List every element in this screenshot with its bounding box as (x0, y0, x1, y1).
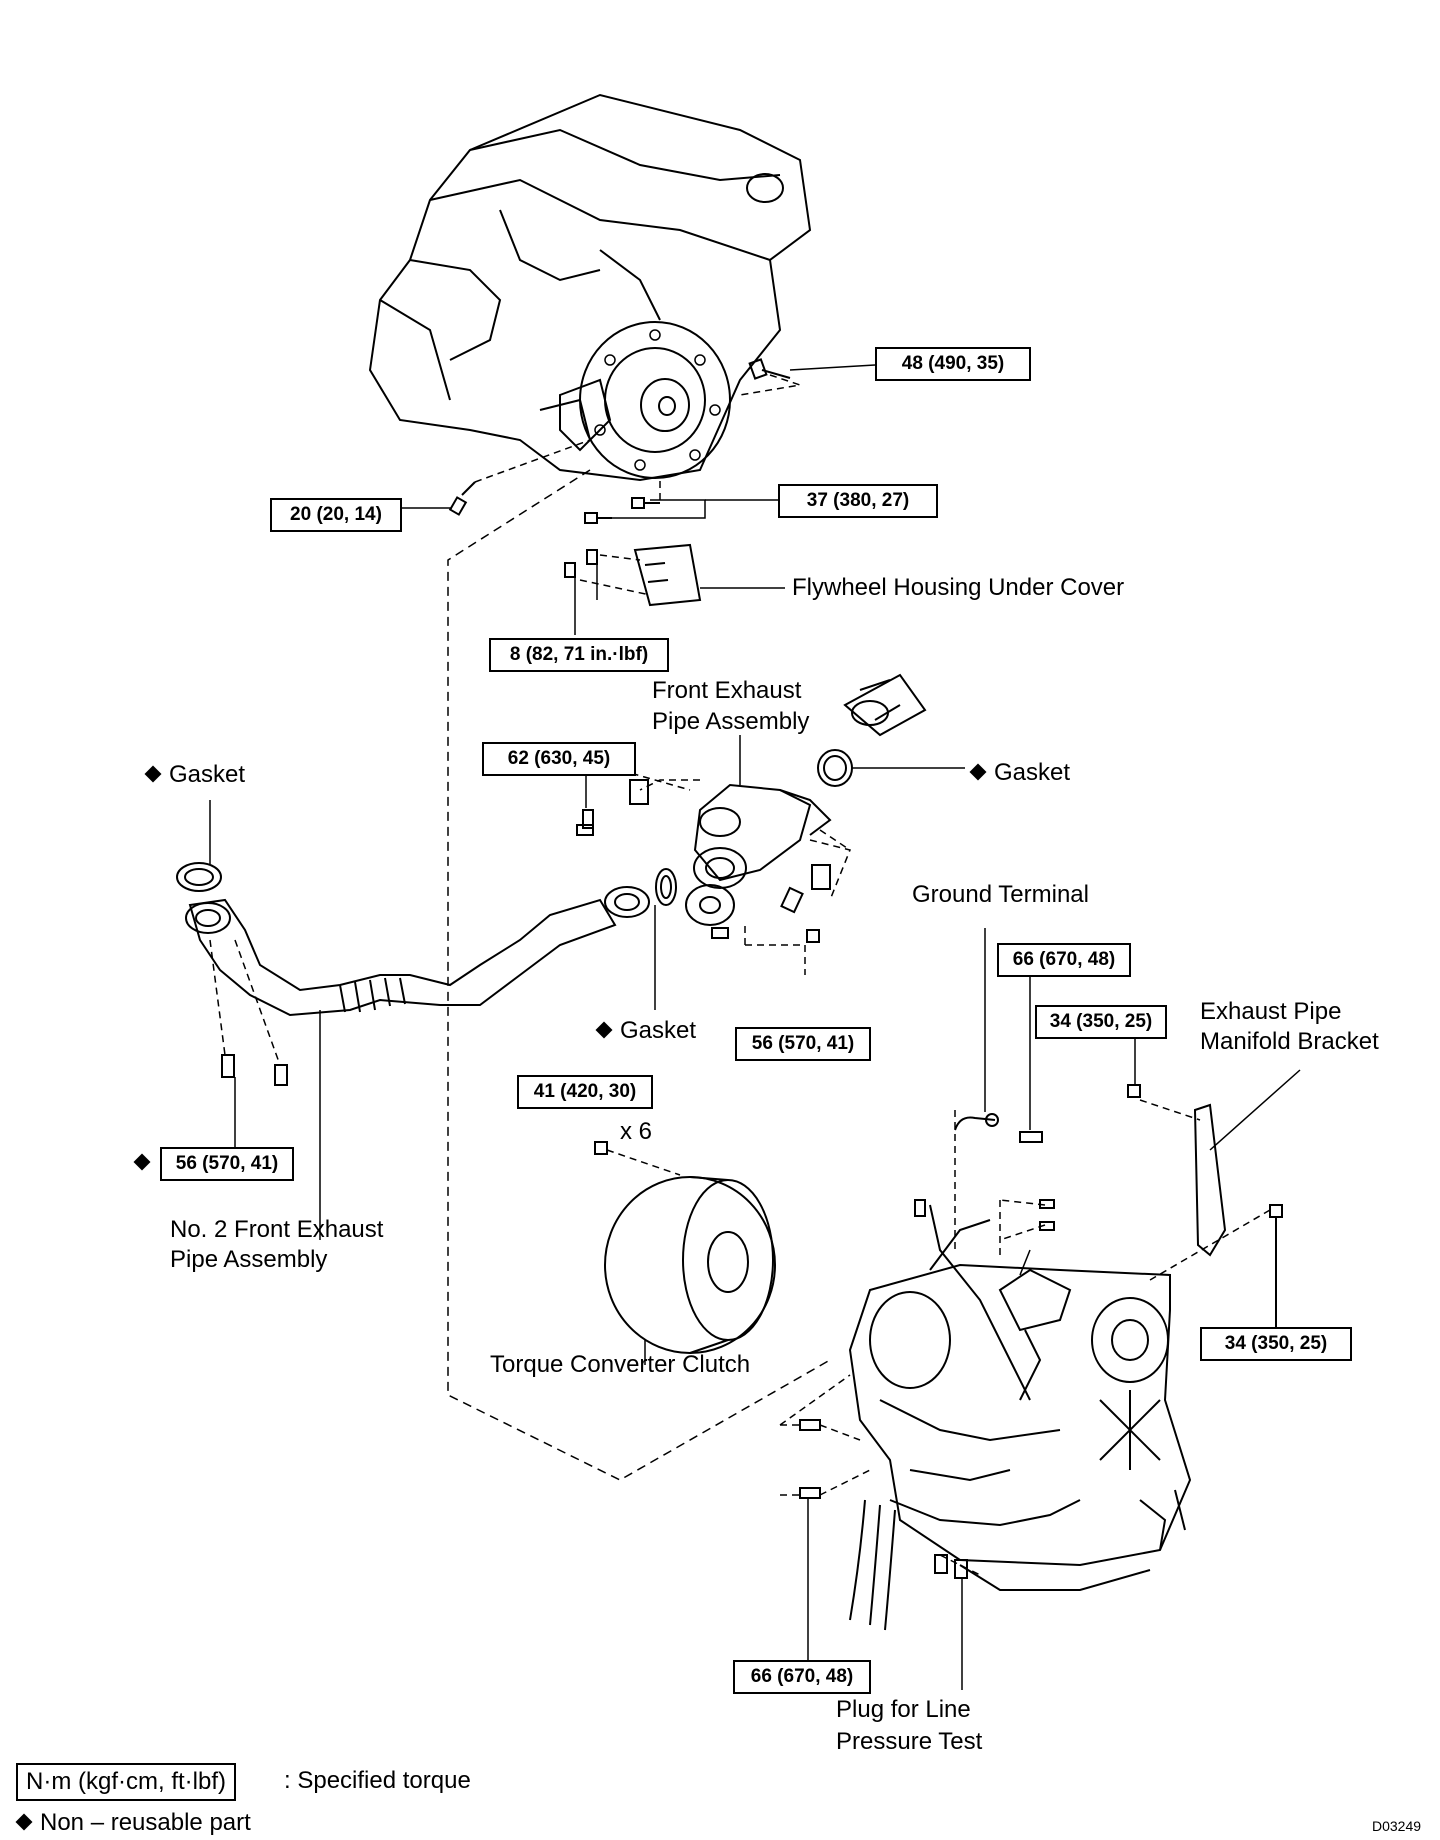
bottom-bolts-and-hoses (799, 1419, 968, 1631)
torque-label-56-center: 56 (570, 41) (735, 1027, 871, 1061)
flywheel-cover-part (564, 543, 702, 607)
bolt-48 (748, 358, 791, 380)
bolt-34-right (1269, 1204, 1283, 1335)
bolt-20 (448, 481, 476, 516)
torque-label-66-bottom: 66 (670, 48) (733, 1660, 871, 1694)
label-gasket-left: Gasket (144, 760, 245, 790)
torque-label-62: 62 (630, 45) (482, 742, 636, 776)
torque-label-56-left: 56 (570, 41) (160, 1147, 294, 1181)
torque-label-34-top: 34 (350, 25) (1035, 1005, 1167, 1039)
label-plug-line1: Plug for Line (836, 1696, 971, 1723)
label-bracket-line2: Manifold Bracket (1200, 1028, 1379, 1055)
torque-label-48: 48 (490, 35) (875, 347, 1031, 381)
label-flywheel-housing-under-cover: Flywheel Housing Under Cover (792, 574, 1125, 601)
legend-torque-unit-box: N·m (kgf·cm, ft·lbf) (16, 1763, 236, 1801)
label-torque-converter: Torque Converter Clutch (490, 1351, 751, 1378)
torque-label-66-top: 66 (670, 48) (997, 943, 1131, 977)
nonreusable-diamond-icon (969, 763, 987, 781)
torque-label-41: 41 (420, 30) (517, 1075, 653, 1109)
no2-exhaust-pipe-part (185, 886, 650, 1086)
gasket-parts (176, 862, 677, 906)
label-gasket-right: Gasket (969, 758, 1070, 788)
springs-and-bolts-front (576, 779, 831, 943)
nonreusable-diamond-icon (144, 765, 162, 783)
figure-code: D03249 (1372, 1818, 1422, 1834)
label-ground-terminal: Ground Terminal (912, 881, 1089, 908)
nonreusable-diamond-icon (15, 1813, 33, 1831)
ground-terminal-part (954, 1084, 1141, 1143)
torque-label-34-right: 34 (350, 25) (1200, 1327, 1352, 1361)
engine-drawing (368, 93, 812, 482)
legend-torque-unit-desc: : Specified torque (284, 1767, 471, 1794)
torque-converter-part (594, 1141, 776, 1354)
torque-label-20: 20 (20, 14) (270, 498, 402, 532)
torque-label-8: 8 (82, 71 in.·lbf) (489, 638, 669, 672)
manifold-bracket-part (1193, 1103, 1227, 1257)
label-front-exhaust-line2: Pipe Assembly (652, 708, 810, 735)
nonreusable-diamond-icon (595, 1021, 613, 1039)
torque-label-37: 37 (380, 27) (778, 484, 938, 518)
label-plug-line2: Pressure Test (836, 1728, 983, 1755)
bolt-37-pair (584, 497, 660, 524)
front-exhaust-pipe-part (685, 673, 927, 926)
transaxle-drawing (848, 1199, 1192, 1591)
label-gasket-center: Gasket (595, 1016, 696, 1046)
label-bracket-line1: Exhaust Pipe (1200, 998, 1342, 1025)
label-no2-pipe-line2: Pipe Assembly (170, 1246, 328, 1273)
label-no2-pipe-line1: No. 2 Front Exhaust (170, 1216, 384, 1243)
label-x6: x 6 (620, 1118, 653, 1145)
legend-nonreusable: Non – reusable part (15, 1808, 251, 1838)
label-front-exhaust-line1: Front Exhaust (652, 677, 802, 704)
